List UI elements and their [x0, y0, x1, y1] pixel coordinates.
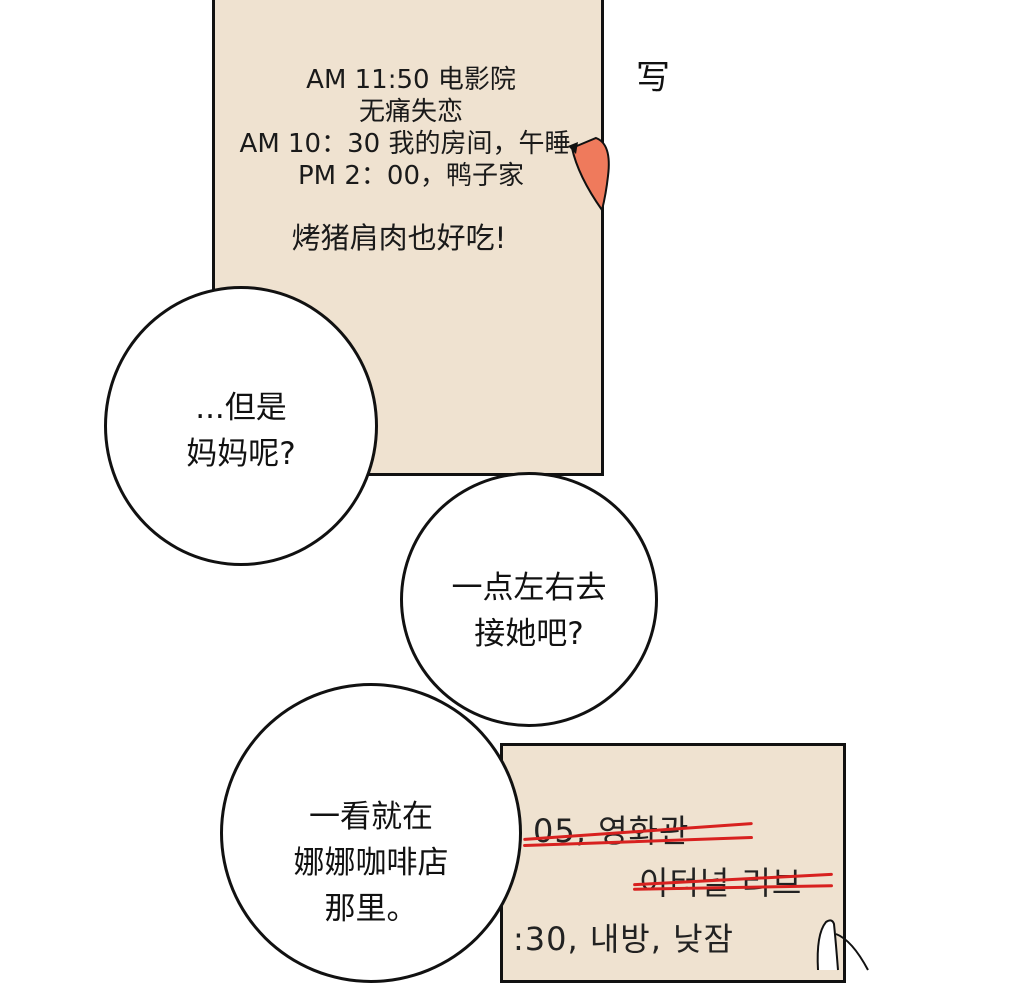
schedule-line-nap: AM 10：30 我的房间，午睡 — [239, 129, 571, 159]
speech-line: 那里。 — [324, 891, 418, 927]
speech-line: 娜娜咖啡店 — [293, 845, 449, 881]
pencil-icon — [568, 136, 610, 213]
schedule-note-bottom: 05, 영화관 이터널 리브 :30, 내방, 낮잠 — [500, 743, 846, 983]
schedule-line-cinema: AM 11:50 电影院 — [306, 65, 516, 95]
speech-line: ...但是 — [195, 390, 287, 426]
speech-text: ...但是 妈妈呢? — [107, 385, 375, 477]
speech-bubble-pick-up: 一点左右去 接她吧? — [400, 472, 658, 727]
hand-icon — [816, 919, 869, 971]
speech-bubble-nana-cafe: 一看就在 娜娜咖啡店 那里。 — [220, 683, 522, 983]
speech-line: 一看就在 — [309, 799, 433, 835]
speech-line: 妈妈呢? — [186, 436, 296, 472]
speech-bubble-but-mom: ...但是 妈妈呢? — [104, 286, 378, 566]
speech-line: 接她吧? — [474, 616, 584, 652]
korean-line-nap: :30, 내방, 낮잠 — [513, 920, 734, 958]
schedule-line-duck-house: PM 2：00，鸭子家 — [297, 161, 524, 191]
speech-text: 一点左右去 接她吧? — [403, 565, 655, 657]
speech-text: 一看就在 娜娜咖啡店 那里。 — [223, 794, 519, 932]
schedule-line-movie-title: 无痛失恋 — [358, 97, 463, 127]
schedule-line-pork: 烤猪肩肉也好吃! — [291, 221, 507, 255]
sfx-write: 写 — [636, 58, 670, 98]
speech-line: 一点左右去 — [451, 570, 607, 606]
